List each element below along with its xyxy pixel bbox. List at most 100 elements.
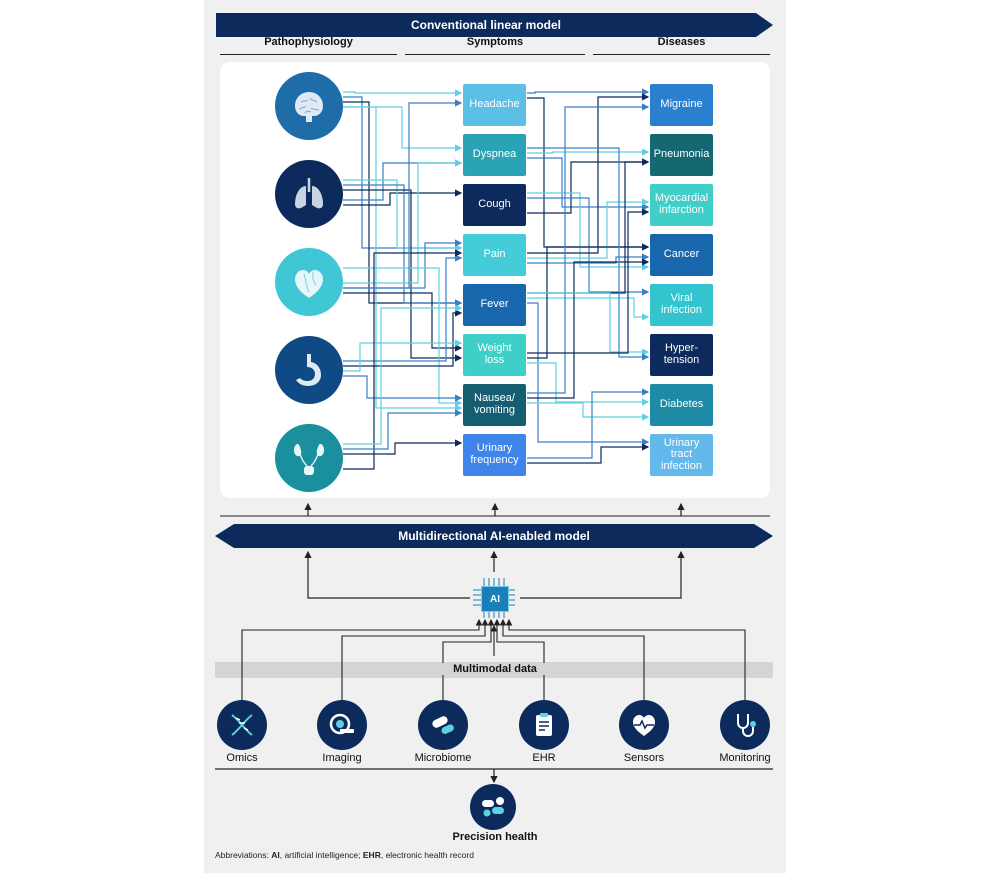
symptom-pain: Pain [463,234,526,276]
organ-symptom-link [343,189,463,206]
disease-urinary-tract-infection: Urinary tract infection [650,434,713,476]
symptom-disease-link [527,402,650,421]
abbr-ai-term: AI [271,850,280,860]
organ-symptom-link [343,292,463,352]
column-label: Symptoms [466,36,524,48]
data-source-link-1 [341,618,489,700]
ai-model-banner: Multidirectional AI-enabled model [234,524,754,548]
organ-symptom-link [343,249,463,470]
symptom-weight-loss: Weight loss [463,334,526,376]
organ-symptom-link [343,309,463,367]
organ-symptom-link [343,439,463,455]
symptom-fever: Fever [463,284,526,326]
symptom-disease-link [527,302,650,446]
data-source-imaging [317,700,367,750]
symptom-disease-link [527,198,650,259]
abbr-prefix: Abbreviations: [215,850,272,860]
disease-cancer: Cancer [650,234,713,276]
symptom-disease-link [527,148,650,156]
symptom-disease-link [527,292,650,356]
dna-icon [231,714,253,736]
ai-label: AI [490,593,500,605]
abbr-ehr-term: EHR [362,850,381,860]
conventional-model-label: Conventional linear model [410,18,562,32]
data-source-link-2 [442,618,495,700]
disease-hypertension: Hyper- tension [650,334,713,376]
organ-symptom-link [343,189,463,362]
organ-kidneys [275,424,343,492]
lungs-icon [295,178,323,209]
ai-model-label: Multidirectional AI-enabled model [398,529,590,543]
symptom-disease-link [527,253,650,264]
organ-brain [275,72,343,140]
precision-health-label: Precision health [452,831,538,843]
symptom-disease-link [527,443,650,464]
data-label-imaging: Imaging [322,752,362,764]
organ-symptom-link [343,304,463,445]
column-label: Diseases [657,36,706,48]
stomach-icon [296,354,321,386]
ai-chip-icon: AI [481,586,509,612]
data-label-ehr: EHR [532,752,556,764]
kidneys-icon [294,443,324,475]
organ-symptom-link [343,99,463,289]
pills-icon [482,797,504,817]
abbr-ai-def: , artificial intelligence; [279,850,363,860]
disease-migraine: Migraine [650,84,713,126]
symptom-disease-link [527,158,650,214]
organ-symptom-link [343,106,463,412]
symptom-disease-link [527,157,650,211]
data-source-microbiome [418,700,468,750]
column-header-diseases: Diseases [593,36,770,55]
clipboard-icon [536,713,552,736]
disease-viral-infection: Viral infection [650,284,713,326]
symptom-headache: Headache [463,84,526,126]
symptom-disease-link [527,158,650,294]
organ-symptom-link [343,239,463,289]
symptom-cough: Cough [463,184,526,226]
data-source-sensors [619,700,669,750]
organ-symptom-link [343,267,463,407]
organ-symptom-link [343,159,463,201]
organ-symptom-link [343,339,463,372]
data-label-sensors: Sensors [623,752,665,764]
disease-myocardial-infarction: Myocardial infarction [650,184,713,226]
organ-symptom-link [343,106,463,152]
column-header-symptoms: Symptoms [405,36,585,55]
symptom-disease-link [527,93,650,254]
organ-symptom-link [343,184,463,307]
disease-pneumonia: Pneumonia [650,134,713,176]
symptom-disease-link [527,243,650,359]
symptom-disease-link [527,147,650,361]
column-label: Pathophysiology [264,36,353,48]
conventional-model-banner: Conventional linear model [216,13,756,37]
organ-stomach [275,336,343,404]
data-source-link-3 [493,618,545,700]
symptom-disease-link [527,388,650,459]
data-source-link-4 [499,618,645,700]
symptom-disease-link [527,258,650,399]
organ-symptom-link [343,254,463,362]
precision-health-circle [470,784,516,830]
ai-right-arrow [520,550,685,599]
organ-symptom-link [343,159,463,284]
bacteria-icon [432,716,454,735]
heart-icon [295,270,323,298]
brain-icon [295,92,323,122]
symptom-dyspnea: Dyspnea [463,134,526,176]
organ-heart [275,248,343,316]
abbr-ehr-def: , electronic health record [380,850,474,860]
data-label-microbiome: Microbiome [414,752,472,764]
organ-symptom-link [343,179,463,252]
mri-scanner-icon [329,713,354,735]
disease-diabetes: Diabetes [650,384,713,426]
organ-symptom-link [343,375,463,402]
data-source-link-5 [505,618,746,700]
organ-lungs [275,160,343,228]
symptom-disease-link [527,97,650,251]
stethoscope-icon [737,714,756,737]
symptom-disease-link [527,88,650,96]
symptom-nausea-vomiting: Nausea/ vomiting [463,384,526,426]
symptom-disease-link [527,208,650,354]
